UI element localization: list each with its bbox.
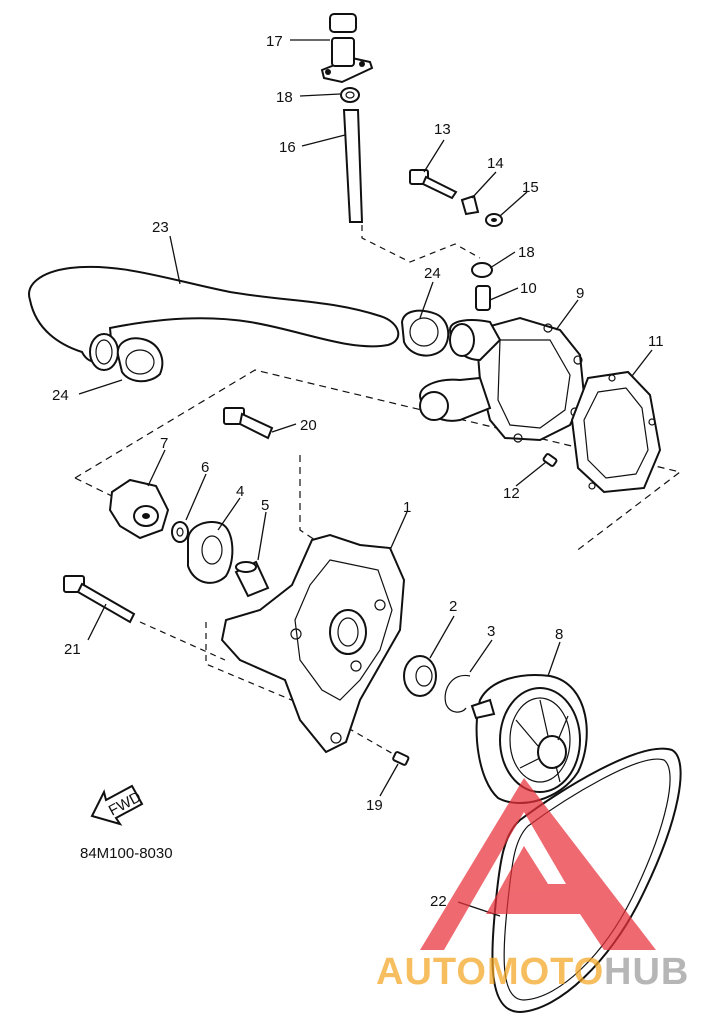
callout-24-right: 24: [424, 265, 441, 282]
part-19-dowel: [392, 751, 410, 766]
callout-5: 5: [261, 497, 269, 514]
part-21-bolt: [63, 575, 136, 624]
part-24-clamp-left: [116, 337, 164, 383]
callout-23: 23: [152, 219, 169, 236]
part-24-clamp-right: [400, 309, 450, 357]
callout-6: 6: [201, 459, 209, 476]
callout-9: 9: [576, 285, 584, 302]
part-18-clamp-right: [471, 262, 493, 278]
part-3-circlip: [444, 674, 471, 713]
part-20-bolt: [223, 407, 274, 440]
part-15-washer: [485, 213, 503, 227]
part-code: 84M100-8030: [80, 845, 173, 862]
part-12-dowel: [542, 453, 558, 467]
part-17-valve: [320, 13, 374, 84]
watermark-text-gray: HUB: [604, 951, 689, 993]
callout-4: 4: [236, 483, 244, 500]
callout-20: 20: [300, 417, 317, 434]
watermark-logo: AUTOMOTO HUB: [376, 778, 689, 993]
part-9-pump-cover: [418, 316, 586, 443]
callout-16: 16: [279, 139, 296, 156]
callout-14: 14: [487, 155, 504, 172]
callout-labels: 17 18 16 13 14 15 23 18 24 10 9 11 24 20…: [52, 33, 664, 910]
callout-21: 21: [64, 641, 81, 658]
part-16-pipe: [342, 109, 364, 223]
callout-3: 3: [487, 623, 495, 640]
part-5-sleeve: [234, 560, 270, 598]
part-2-bearing: [403, 655, 437, 697]
watermark-text-orange: AUTOMOTO: [376, 951, 604, 993]
part-23-hose: [28, 265, 400, 371]
callout-11: 11: [648, 333, 664, 350]
callout-22: 22: [430, 893, 447, 910]
callout-24-left: 24: [52, 387, 69, 404]
callout-12: 12: [503, 485, 520, 502]
leader-lines: [78, 39, 653, 917]
part-7-impeller: [108, 478, 170, 540]
part-8-pulley: [470, 674, 588, 804]
callout-18-top: 18: [276, 89, 293, 106]
part-4-seal: [187, 521, 234, 584]
watermark-triangle-outer: [420, 778, 656, 950]
callout-18-right: 18: [518, 244, 535, 261]
part-18-clamp-top: [340, 87, 360, 103]
part-6-washer: [171, 521, 189, 543]
callout-15: 15: [522, 179, 539, 196]
callout-8: 8: [555, 626, 563, 643]
callout-13: 13: [434, 121, 451, 138]
part-10-fitting: [475, 285, 491, 311]
part-13-bolt: [409, 169, 458, 200]
fwd-arrow-icon: FWD: [90, 784, 144, 826]
part-14-washer: [460, 194, 480, 216]
part-11-gasket: [570, 370, 662, 494]
callout-17: 17: [266, 33, 283, 50]
callout-19: 19: [366, 797, 383, 814]
callout-2: 2: [449, 598, 457, 615]
callout-7: 7: [160, 435, 168, 452]
callout-10: 10: [520, 280, 537, 297]
watermark-triangle-inner: [500, 846, 548, 890]
part-1-pump-body: [220, 533, 406, 754]
callout-1: 1: [403, 499, 411, 516]
